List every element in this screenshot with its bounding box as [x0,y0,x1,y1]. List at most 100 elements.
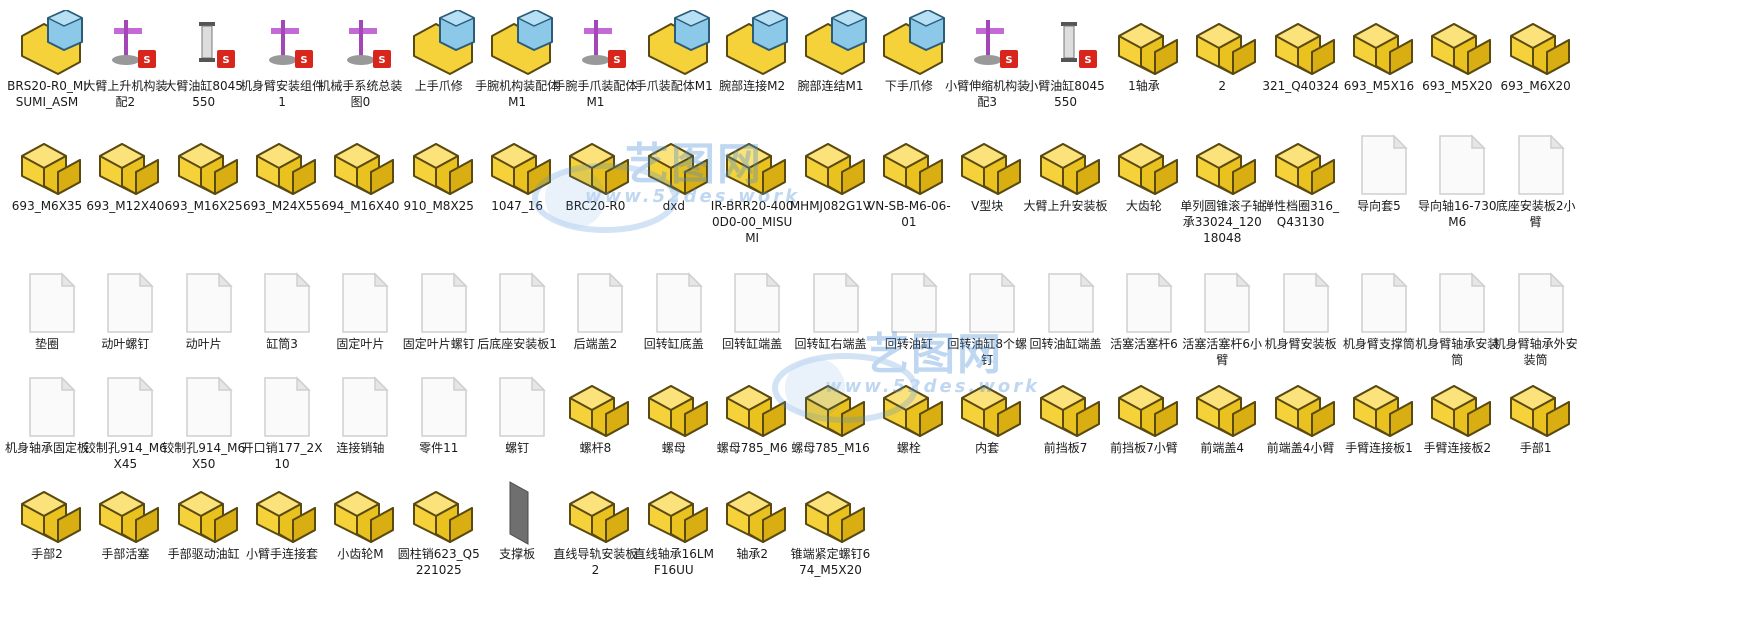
file-name: 回转油缸8个螺钉 [947,337,1027,367]
part-file-icon [880,130,946,200]
file-name: 螺母 [661,441,686,455]
svg-text:S: S [222,55,229,66]
blank-file-icon [96,268,162,338]
file-name: 回转油缸端盖 [1029,337,1102,351]
part-file-icon [880,372,946,442]
assembly-part-file-icon [880,9,946,80]
file-name: 内套 [975,441,1000,455]
blank-file-icon [488,268,554,338]
sw-part-file-icon: S [1037,10,1103,80]
svg-text:S: S [614,55,621,66]
part-file-icon [1115,130,1181,200]
part-file-icon [1193,130,1259,200]
file-name: 机身臂支撑筒 [1342,337,1415,351]
file-name: 下手爪修 [884,79,933,93]
file-name: 弹性档圈316_Q43130 [1262,199,1340,229]
assembly-part-file-icon [410,9,476,80]
file-name: 小臂伸缩机构装配3 [945,79,1030,109]
file-name: IR-BRR20-4000D0-00_MISUMI [710,199,794,245]
svg-text:S: S [1006,55,1013,66]
blank-file-icon [18,372,84,442]
file-name: V型块 [971,199,1004,213]
file-name: 单列圆锥滚子轴承33024_12018048 [1180,199,1265,245]
file-name: 后底座安装板1 [477,337,557,351]
blank-file-icon [253,372,319,442]
part-file-icon [18,478,84,548]
part-file-icon [1428,372,1494,442]
file-name: 机身臂安装板 [1264,337,1337,351]
file-name: 手腕手爪装配体M1 [553,79,638,109]
part-file-icon [958,130,1024,200]
file-name: 螺母785_M6 [716,441,788,455]
plate-file-icon [488,478,554,548]
part-file-icon [96,130,162,200]
file-name: BRS20-R0_MISUMI_ASM [7,79,87,109]
file-name: BRC20-R0 [565,199,626,213]
file-name: 321_Q40324 [1262,79,1339,93]
file-name: 连接销轴 [336,441,385,455]
part-file-icon [1350,10,1416,80]
svg-text:S: S [300,55,307,66]
blank-file-icon [880,268,946,338]
file-name: 腕部连接M2 [719,79,786,93]
file-name: 前挡板7小臂 [1110,441,1178,455]
file-name: 693_M5X20 [1422,79,1493,93]
file-name: 腕部连结M1 [797,79,864,93]
file-name: 活塞活塞杆6 [1110,337,1178,351]
part-file-icon [958,372,1024,442]
part-file-icon [802,372,868,442]
file-name: 直线导轨安装板2 [553,547,638,577]
file-name: 694_M16X40 [321,199,400,213]
file-name: 固定叶片螺钉 [402,337,475,351]
blank-file-icon [566,268,632,338]
file-name: 1轴承 [1128,79,1160,93]
part-file-icon [96,478,162,548]
file-name: 支撑板 [499,547,536,561]
file-name: 手部活塞 [101,547,150,561]
file-name: 前端盖4 [1200,441,1245,455]
part-file-icon [331,478,397,548]
file-name: MHMJ082G1V [789,199,872,213]
blank-file-icon [1193,268,1259,338]
part-file-icon [1350,372,1416,442]
part-file-icon [1507,372,1573,442]
sw-assembly-file-icon: S [331,10,397,80]
file-name: 机身臂轴承外安装筒 [1493,337,1578,367]
blank-file-icon [1272,268,1338,338]
file-name: 大臂上升安装板 [1023,199,1108,213]
file-name: 开口销177_2X10 [241,441,323,471]
file-name: 机身轴承固定板 [4,441,89,455]
part-file-icon [645,130,711,200]
file-name: 圆柱销623_Q5221025 [397,547,480,577]
file-name: 前挡板7 [1043,441,1088,455]
blank-file-icon [410,372,476,442]
part-file-icon [331,130,397,200]
file-name: 回转缸底盖 [643,337,704,351]
part-file-icon [802,130,868,200]
part-file-icon [1115,372,1181,442]
part-file-icon [1193,10,1259,80]
file-name: 螺钉 [505,441,530,455]
part-file-icon [1037,372,1103,442]
part-file-icon [488,130,554,200]
part-file-icon [566,130,632,200]
blank-file-icon [1428,268,1494,338]
blank-file-icon [645,268,711,338]
file-name: 910_M8X25 [403,199,474,213]
file-name: 后端盖2 [573,337,618,351]
assembly-part-file-icon [645,9,711,80]
file-name: 底座安装板2小臂 [1495,199,1576,229]
blank-file-icon [331,372,397,442]
blank-file-icon [175,372,241,442]
file-name: 缸筒3 [266,337,298,351]
part-file-icon [645,372,711,442]
part-file-icon [18,130,84,200]
part-file-icon [410,130,476,200]
sw-assembly-file-icon: S [958,10,1024,80]
file-name: 回转油缸 [884,337,933,351]
part-file-icon [253,478,319,548]
file-name: 机身臂安装组件1 [240,79,325,109]
blank-file-icon [410,268,476,338]
assembly-part-file-icon [723,9,789,80]
file-name: 垫圈 [34,337,59,351]
